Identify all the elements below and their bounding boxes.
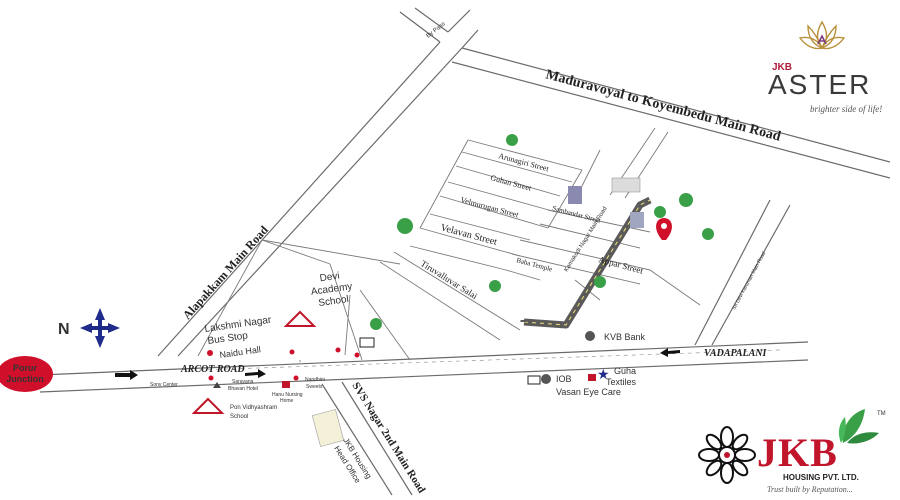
hanu-label-1: Hanu Nursing xyxy=(272,392,303,398)
saravana-label-1: Saravana xyxy=(232,379,254,385)
tree-icon xyxy=(489,280,501,292)
road-network xyxy=(39,7,891,496)
nandhini-label-1: Nandhini xyxy=(305,377,325,383)
school-sign-icon xyxy=(283,310,317,327)
poi-icons: ★ xyxy=(191,310,610,447)
bus-icon xyxy=(359,337,375,348)
dot-icon xyxy=(335,347,341,353)
dot-icon xyxy=(289,349,295,355)
street-label-velavan: Velavan Street xyxy=(439,222,498,248)
tree-icon xyxy=(654,206,666,218)
devi-school-label-1: Devi xyxy=(319,271,340,285)
road-label-arcot: ARCOT ROAD xyxy=(180,364,245,375)
compass-icon: N xyxy=(58,308,120,348)
building-icon xyxy=(568,186,582,204)
temple-icon xyxy=(213,382,221,388)
porur-label-1: Porur xyxy=(13,363,38,373)
sign-board xyxy=(611,177,641,193)
street-label-velmurugan: Velmurugan Street xyxy=(459,195,520,219)
building-icon xyxy=(630,212,644,228)
guha-label-2: Textiles xyxy=(606,377,637,387)
building-icon xyxy=(588,374,596,381)
sony-label: Sony Center xyxy=(150,382,178,388)
jkb-flower-icon xyxy=(698,426,756,484)
tree-icon xyxy=(679,193,693,207)
road-label-vadapalani: VADAPALANI xyxy=(704,348,768,359)
aster-tagline: brighter side of life! xyxy=(810,104,883,114)
compass-north-label: N xyxy=(58,321,70,338)
pon-label-2: School xyxy=(230,414,248,420)
bank-icon xyxy=(585,331,595,341)
kvb-bank-label: KVB Bank xyxy=(604,332,646,342)
porur-junction-marker: Porur Junction xyxy=(0,356,53,392)
road-label-alapakkam: Alapakkam Main Road xyxy=(180,223,271,322)
arrow-icon xyxy=(660,348,680,357)
route-path xyxy=(520,196,652,329)
dot-icon xyxy=(207,350,213,356)
road-label-tiruvalluvar: Tiruvalluvar Salai xyxy=(419,258,480,301)
jkb-subtitle: HOUSING PVT. LTD. xyxy=(783,473,859,482)
bus-icon xyxy=(527,375,541,385)
arrow-icon xyxy=(245,369,266,378)
hanu-label-2: Home xyxy=(280,398,294,404)
guha-label-1: Guha xyxy=(614,366,636,376)
aster-name: ASTER xyxy=(768,69,872,100)
street-label-appar: Appar Street xyxy=(597,254,644,276)
tree-icons xyxy=(370,134,714,330)
street-label-guhan: Guhan Street xyxy=(489,173,533,193)
jkb-tm: TM xyxy=(877,411,886,417)
tree-icon xyxy=(370,318,382,330)
dot-icon xyxy=(293,375,299,381)
landmark-buildings xyxy=(568,177,644,228)
saravana-label-2: Bhavan Hotel xyxy=(228,386,258,392)
road-label-sri-devi: Sri Devi Karumari Main Road xyxy=(731,251,767,311)
road-label-main-top: Maduravoyal to Koyembedu Main Road xyxy=(544,67,782,144)
lotus-icon xyxy=(798,20,846,50)
direction-arrows xyxy=(115,348,680,380)
aster-logo: JKB ASTER brighter side of life! xyxy=(762,18,892,114)
devi-school-label-3: School xyxy=(318,294,350,309)
jkb-tagline: Trust built by Reputation... xyxy=(767,485,853,494)
building-icon xyxy=(282,381,290,388)
jkb-name: JKB xyxy=(757,430,838,475)
location-pin-icon xyxy=(656,218,672,240)
naidu-hall-label: Naidu Hall xyxy=(219,344,262,360)
leaf-icon xyxy=(838,409,879,444)
tree-icon xyxy=(397,218,413,234)
dot-icon xyxy=(354,352,360,358)
tree-icon xyxy=(506,134,518,146)
star-icon: ★ xyxy=(597,367,610,383)
vasan-label: Vasan Eye Care xyxy=(556,387,621,397)
tree-icon xyxy=(702,228,714,240)
arrow-icon xyxy=(115,370,138,380)
office-board-icon xyxy=(311,409,345,447)
school-sign-icon xyxy=(191,397,225,414)
jkb-housing-logo: TM JKB HOUSING PVT. LTD. Trust built by … xyxy=(695,405,895,497)
pon-label-1: Pon Vidhyashram xyxy=(230,405,277,411)
iob-label: IOB xyxy=(556,374,572,384)
nandhini-label-2: Sweets xyxy=(306,384,323,390)
porur-label-2: Junction xyxy=(6,374,44,384)
aster-prefix: JKB xyxy=(772,62,793,73)
dot-icon xyxy=(208,375,214,381)
bank-icon xyxy=(541,374,551,384)
tree-icon xyxy=(594,276,606,288)
